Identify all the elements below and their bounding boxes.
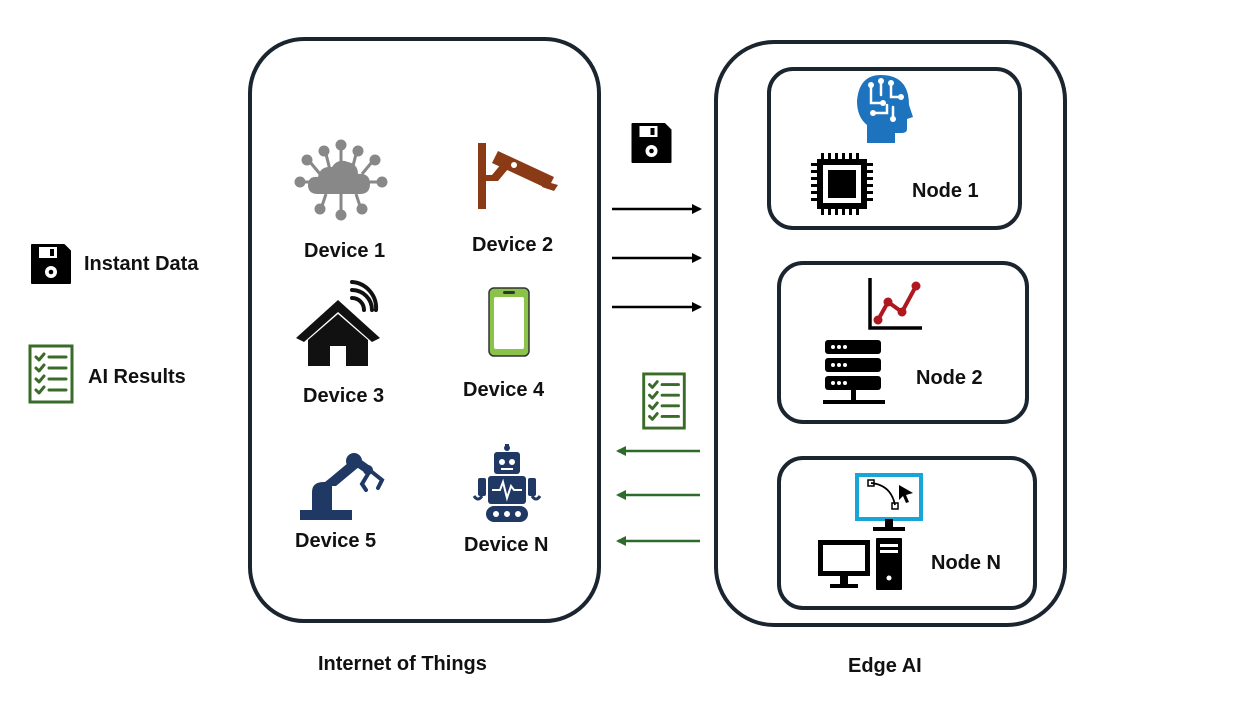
device-3-label: Device 3 (303, 385, 385, 407)
edge-ai-title: Edge AI (848, 655, 922, 677)
robotic-arm-icon (298, 452, 385, 520)
floppy-disk-icon (630, 122, 673, 164)
cloud-network-icon (294, 139, 388, 222)
device-4-label: Device 4 (463, 379, 545, 401)
robot-icon (472, 444, 542, 524)
device-n-label: Device N (464, 534, 549, 556)
checklist-icon (641, 372, 687, 430)
floppy-disk-icon (30, 243, 72, 285)
cpu-chip-icon (809, 153, 875, 215)
iot-title: Internet of Things (318, 653, 487, 675)
node-1-label: Node 1 (912, 180, 979, 202)
data-flow-arrows (612, 204, 702, 312)
device-1-label: Device 1 (304, 240, 386, 262)
result-flow-arrows (616, 446, 700, 546)
node-2-card (777, 261, 1029, 424)
line-chart-icon (866, 278, 922, 332)
desktop-computer-icon (818, 538, 904, 592)
node-2-label: Node 2 (916, 367, 983, 389)
smartphone-icon (488, 287, 530, 357)
design-monitor-icon (855, 473, 923, 533)
security-camera-icon (478, 143, 558, 209)
legend-ai-results-label: AI Results (88, 366, 186, 388)
server-icon (823, 340, 885, 408)
legend-instant-data-label: Instant Data (84, 253, 199, 275)
smart-home-icon (296, 280, 382, 366)
node-n-label: Node N (931, 552, 1001, 574)
device-5-label: Device 5 (295, 530, 377, 552)
ai-head-icon (855, 73, 913, 143)
checklist-icon (28, 344, 74, 404)
device-2-label: Device 2 (472, 234, 554, 256)
